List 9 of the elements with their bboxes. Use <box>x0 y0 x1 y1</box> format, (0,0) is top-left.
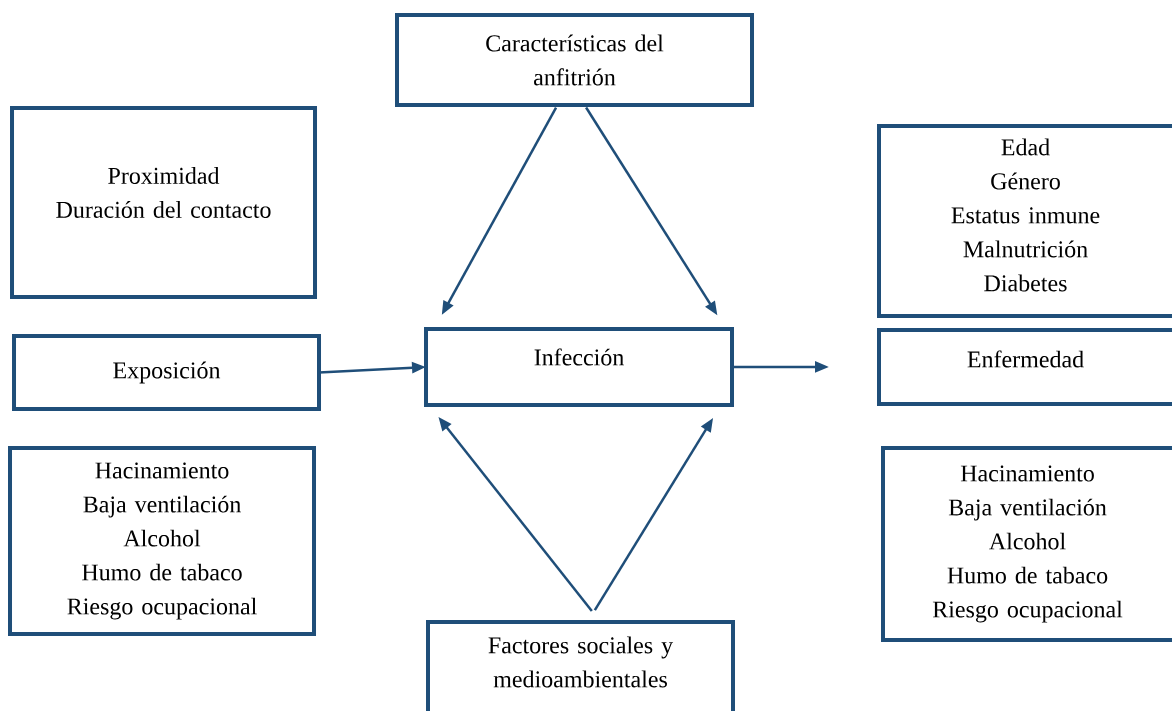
text-box: Edad Género Estatus inmune Malnutrición Diabetes <box>877 124 1172 318</box>
text-box: Enfermedad <box>877 328 1172 406</box>
text-box: Factores sociales y medioambientales <box>426 620 735 711</box>
text-box: Proximidad Duración del contacto <box>10 106 317 299</box>
text-box: Hacinamiento Baja ventilación Alcohol Humo de tabaco Riesgo ocupacional <box>8 446 316 636</box>
text-box: Hacinamiento Baja ventilación Alcohol Humo de tabaco Riesgo ocupacional <box>881 446 1172 642</box>
text-box: Infección <box>424 327 734 407</box>
text-box: Características del anfitrión <box>395 13 754 107</box>
text-box: Exposición <box>12 334 321 411</box>
